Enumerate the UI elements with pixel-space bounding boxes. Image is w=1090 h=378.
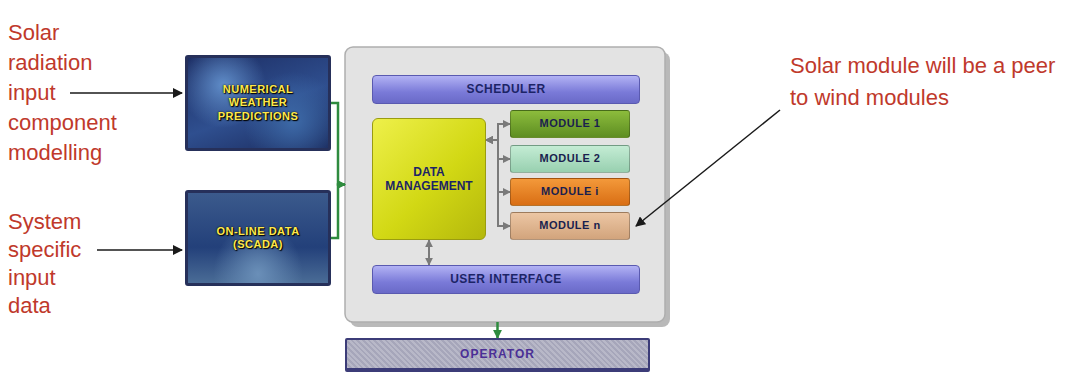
system-panel: SCHEDULER DATA MANAGEMENT MODULE 1 MODULE 2… (345, 47, 665, 322)
box-label: SCHEDULER (466, 82, 545, 96)
box-label: MODULE n (539, 219, 600, 232)
flow-line (331, 103, 345, 185)
leader-line (70, 92, 182, 94)
box-label: MODULE i (541, 185, 599, 198)
user-interface-bar: USER INTERFACE (372, 265, 640, 294)
panel-face (345, 47, 665, 322)
callout-note: Solar module will be a peer to wind modu… (790, 50, 1060, 114)
box-label: OPERATOR (460, 347, 535, 361)
scada-box: ON-LINE DATA (SCADA) (185, 190, 331, 286)
weather-box: NUMERICAL WEATHER PREDICTIONS (185, 55, 331, 151)
data-link (486, 124, 510, 140)
box-label: USER INTERFACE (450, 272, 562, 286)
box-label: NUMERICAL WEATHER PREDICTIONS (210, 83, 306, 123)
box-label: MODULE 2 (540, 152, 601, 165)
data-link (428, 240, 430, 265)
module-box: MODULE n (510, 212, 630, 240)
operator-bar: OPERATOR (345, 338, 650, 372)
callout-text: Solar radiation input component modellin… (8, 18, 123, 168)
data-link (486, 140, 510, 226)
scheduler-bar: SCHEDULER (372, 75, 640, 104)
module-box: MODULE 1 (510, 110, 630, 138)
flow-line (331, 185, 345, 239)
callout-note: System specific input data (8, 208, 100, 320)
module-box: MODULE i (510, 178, 630, 206)
box-label: DATA MANAGEMENT (383, 165, 475, 194)
panel-shadow (350, 52, 670, 327)
leader-line (636, 110, 780, 226)
callout-note: Solar radiation input component modellin… (8, 18, 123, 168)
leader-line (97, 249, 182, 251)
callout-text: Solar module will be a peer to wind modu… (790, 50, 1060, 114)
panel-outline (345, 47, 670, 327)
callout-text: System specific input data (8, 208, 100, 320)
module-box: MODULE 2 (510, 145, 630, 173)
box-label: MODULE 1 (540, 117, 601, 130)
box-label: ON-LINE DATA (SCADA) (210, 225, 306, 251)
flow-line (496, 322, 499, 338)
data-management-box: DATA MANAGEMENT (372, 118, 486, 240)
